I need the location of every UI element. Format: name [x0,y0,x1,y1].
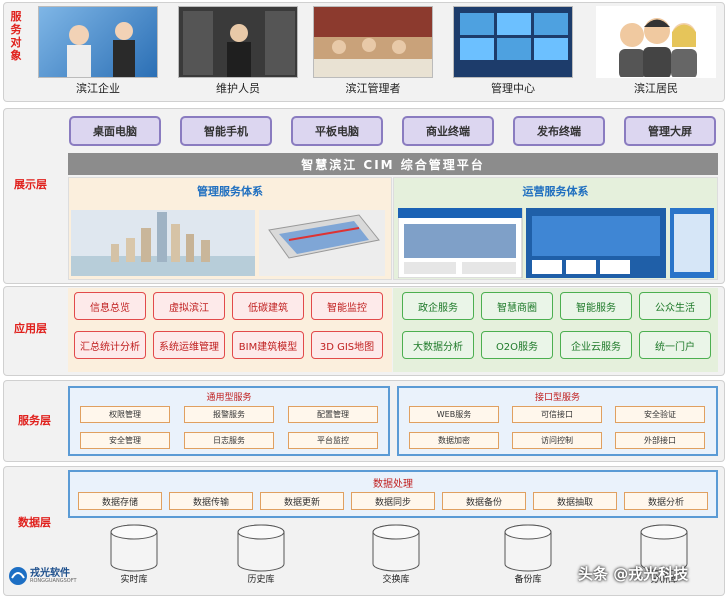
database-label: 历史库 [247,575,275,585]
data-sync: 数据同步 [351,492,435,510]
audience-caption: 滨江居民 [634,82,678,95]
audience-label: 服务对象 [10,10,22,62]
device-publish-terminal: 发布终端 [513,116,605,146]
svc-config: 配置管理 [288,406,378,423]
platform-title: 智慧滨江 CIM 综合管理平台 [68,153,718,175]
app-info-overview: 信息总览 [74,292,146,320]
operation-system-title: 运营服务体系 [522,185,589,198]
database-exchange: 交换库 [368,524,424,585]
audience-managers: 滨江管理者 [313,6,433,95]
data-extract: 数据抽取 [533,492,617,510]
meeting-photo [313,6,433,78]
svc-log: 日志服务 [184,432,274,449]
database-realtime: 实时库 [106,524,162,585]
residents-avatar-icon [596,6,716,78]
service-layer-label: 服务层 [18,414,51,427]
company-logo: 戎光软件 RONGGUANGSOFT [8,562,88,592]
logo-name: 戎光软件 [30,568,70,579]
audience-residents: 滨江居民 [596,6,716,95]
management-system-panel: 管理服务体系 [68,177,392,280]
audience-caption: 管理中心 [491,82,535,95]
data-backup: 数据备份 [442,492,526,510]
watermark-text: 头条 @戎光科技 [578,565,689,583]
app-bim-model: BIM建筑模型 [232,331,304,359]
device-desktop: 桌面电脑 [69,116,161,146]
portal-screenshot-image [398,208,714,278]
app-smart-service: 智能服务 [560,292,632,320]
svc-external-interface: 外部接口 [615,432,705,449]
database-icon [372,524,420,572]
business-people-photo [38,6,158,78]
app-enterprise-cloud: 企业云服务 [560,331,632,359]
app-public-life: 公众生活 [639,292,711,320]
app-virtual-binjiang: 虚拟滨江 [153,292,225,320]
audience-enterprise: 滨江企业 [38,6,158,95]
database-backup: 备份库 [500,524,556,585]
database-icon [110,524,158,572]
display-layer-label: 展示层 [14,178,47,191]
database-history: 历史库 [233,524,289,585]
svc-encryption: 数据加密 [409,432,499,449]
database-label: 分析库 [650,575,678,585]
management-system-title: 管理服务体系 [197,185,263,198]
database-label: 备份库 [514,575,542,585]
app-3d-gis-map: 3D GIS地图 [311,331,383,359]
svc-alarm: 报警服务 [184,406,274,423]
svc-access-control: 访问控制 [512,432,602,449]
app-ops-management: 系统运维管理 [153,331,225,359]
data-update: 数据更新 [260,492,344,510]
server-room-photo [178,6,298,78]
general-service-title: 通用型服务 [206,393,252,403]
audience-maintenance: 维护人员 [178,6,298,95]
logo-subtitle: RONGGUANGSOFT [30,578,77,584]
control-center-photo [453,6,573,78]
app-big-data-analysis: 大数据分析 [402,331,474,359]
data-analysis: 数据分析 [624,492,708,510]
city-render-image [71,210,255,276]
device-commercial-terminal: 商业终端 [402,116,494,146]
database-label: 交换库 [382,575,410,585]
interface-service-title: 接口型服务 [534,393,580,403]
device-smartphone: 智能手机 [180,116,272,146]
logo-mark-icon [9,567,27,585]
svc-platform-monitor: 平台监控 [288,432,378,449]
data-processing-title: 数据处理 [373,479,413,490]
app-summary-statistics: 汇总统计分析 [74,331,146,359]
device-large-screen: 管理大屏 [624,116,716,146]
data-transfer: 数据传输 [169,492,253,510]
svc-permission: 权限管理 [80,406,170,423]
app-low-carbon-building: 低碳建筑 [232,292,304,320]
database-analysis: 分析库 [636,524,692,585]
operation-system-panel: 运营服务体系 [393,177,718,280]
database-label: 实时库 [120,575,148,585]
app-smart-business-district: 智慧商圈 [481,292,553,320]
svc-trusted-interface: 可信接口 [512,406,602,423]
audience-control-center: 管理中心 [453,6,573,95]
app-government-service: 政企服务 [402,292,474,320]
app-o2o-service: O2O服务 [481,331,553,359]
database-icon [640,524,688,572]
application-layer-label: 应用层 [14,322,47,335]
database-icon [504,524,552,572]
data-layer-label: 数据层 [18,516,51,529]
app-smart-monitoring: 智能监控 [311,292,383,320]
svc-web: WEB服务 [409,406,499,423]
audience-caption: 滨江管理者 [345,82,401,95]
data-storage: 数据存储 [78,492,162,510]
app-unified-portal: 统一门户 [639,331,711,359]
device-tablet: 平板电脑 [291,116,383,146]
svc-security: 安全管理 [80,432,170,449]
audience-caption: 维护人员 [216,82,260,95]
database-icon [237,524,285,572]
bim-model-image [259,210,385,276]
audience-caption: 滨江企业 [76,82,120,95]
svc-auth: 安全验证 [615,406,705,423]
